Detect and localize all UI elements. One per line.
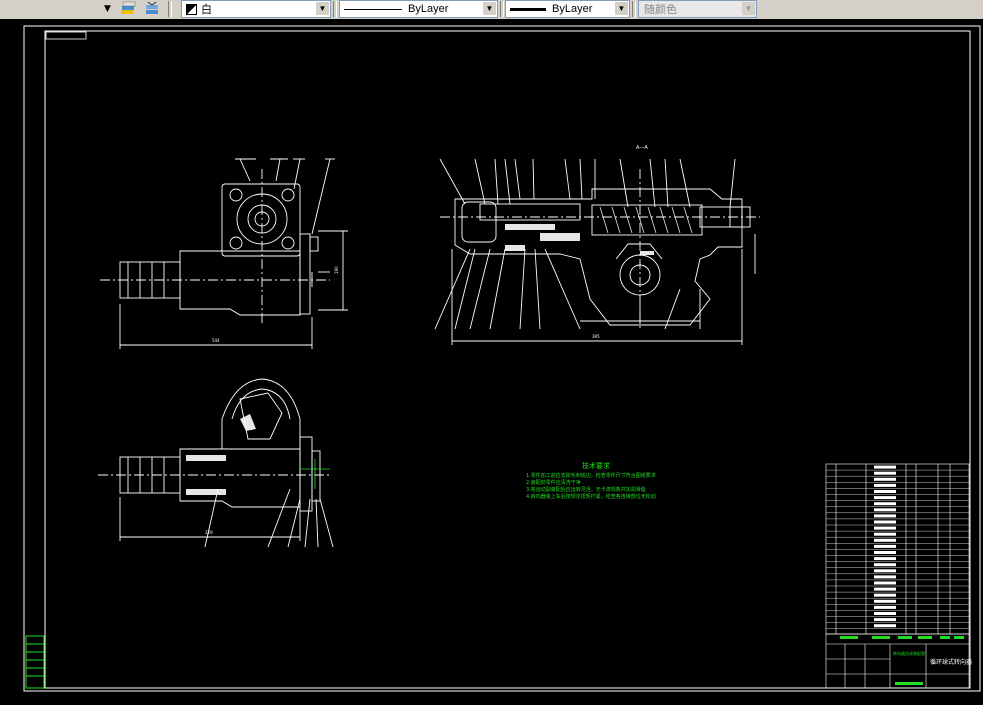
part-name: 转向器总成装配图 xyxy=(893,650,925,656)
drawing-canvas[interactable]: 544 190 A—A 395 xyxy=(0,19,983,705)
drawing-svg: 544 190 A—A 395 xyxy=(23,25,981,692)
parts-list-name-mark xyxy=(874,483,896,487)
linetype-preview xyxy=(344,8,402,10)
section-label: A—A xyxy=(636,145,648,151)
layer-dropdown-arrow[interactable]: ▼ xyxy=(104,3,111,14)
tech-requirement-line: 1.零件加工前应去除毛刺锐边，检查零件尺寸符合图纸要求 xyxy=(526,473,656,479)
side-margin-table xyxy=(25,635,45,689)
plotstyle-control-combo[interactable]: 随颜色 ▼ xyxy=(638,0,757,18)
layer-stack-icon xyxy=(121,1,136,14)
linetype-control-combo[interactable]: ByLayer ▼ xyxy=(339,0,498,18)
parts-list-name-mark xyxy=(874,581,896,585)
parts-list-name-mark xyxy=(874,477,896,481)
hatch-areas xyxy=(505,224,654,255)
parts-list-name-mark xyxy=(874,465,896,469)
color-value: 白 xyxy=(201,4,212,16)
parts-list-name-mark xyxy=(874,502,896,506)
parts-list-name-mark xyxy=(874,569,896,573)
parts-list-name-mark xyxy=(874,490,896,493)
parts-list-name-mark xyxy=(874,532,896,536)
toolbar-separator xyxy=(632,1,636,17)
parts-list xyxy=(825,463,970,635)
dimension-label: 544 xyxy=(212,338,220,343)
parts-list-name-mark xyxy=(874,575,896,579)
bottom-left-view xyxy=(98,378,334,548)
tech-requirement-line: 2.装配前零件应清洗干净 xyxy=(526,480,581,486)
parts-list-name-mark xyxy=(874,593,896,597)
parts-list-name-mark xyxy=(874,544,896,548)
linetype-value: ByLayer xyxy=(408,3,449,15)
lineweight-control-combo[interactable]: ByLayer ▼ xyxy=(505,0,630,18)
parts-list-name-mark xyxy=(874,624,896,628)
parts-list-name-mark xyxy=(874,471,896,475)
chevron-down-icon[interactable]: ▼ xyxy=(316,2,329,15)
toolbar-separator xyxy=(168,1,172,17)
toolbar-separator xyxy=(500,1,504,17)
parts-list-name-mark xyxy=(874,557,896,561)
green-title-text xyxy=(840,636,964,685)
tech-requirement-line: 4.转向器装上车后按规定扭矩拧紧，检查各连接部位无松动 xyxy=(526,494,656,500)
dimension-label: 229 xyxy=(205,530,213,535)
chevron-down-icon[interactable]: ▼ xyxy=(615,2,628,15)
properties-toolbar: ▼ 白 ▼ ByLayer ▼ ByLayer ▼ 随颜色 ▼ xyxy=(0,0,983,20)
color-control-combo[interactable]: 白 ▼ xyxy=(181,0,331,18)
layer-states-icon[interactable] xyxy=(119,0,137,17)
parts-list-name-mark xyxy=(874,514,896,518)
dimension-label: 190 xyxy=(334,266,339,274)
bottom-hatch xyxy=(186,414,256,495)
tech-requirements-heading: 技术要求 xyxy=(582,462,610,470)
layer-previous-icon[interactable] xyxy=(143,0,161,17)
lineweight-value: ByLayer xyxy=(552,3,593,15)
title-block xyxy=(825,633,970,689)
toolbar-separator xyxy=(333,1,337,17)
outer-border xyxy=(23,25,981,692)
parts-list-name-mark xyxy=(874,538,896,542)
lineweight-preview xyxy=(510,7,546,11)
parts-list-name-mark xyxy=(874,526,896,530)
chevron-down-icon[interactable]: ▼ xyxy=(483,2,496,15)
dimension-label: 395 xyxy=(592,334,600,339)
parts-list-name-mark xyxy=(874,551,896,554)
parts-list-name-mark xyxy=(874,508,896,512)
chevron-down-icon[interactable]: ▼ xyxy=(742,2,755,15)
tech-requirement-line: 3.各运动副装配后应运转灵活，无卡滞现象并加润滑脂 xyxy=(526,487,646,493)
green-centerlines xyxy=(300,459,330,489)
layer-previous-glyph-icon xyxy=(146,1,158,14)
parts-list-name-mark xyxy=(874,563,896,567)
inner-border xyxy=(44,30,971,689)
tech-requirements: 技术要求 1.零件加工前应去除毛刺锐边，检查零件尺寸符合图纸要求 2.装配前零件… xyxy=(526,463,666,501)
drawing-title: 循环球式转向器 xyxy=(930,658,972,666)
parts-list-name-mark xyxy=(874,605,896,609)
parts-list-name-mark xyxy=(874,496,896,500)
parts-list-name-mark xyxy=(874,599,896,603)
parts-list-name-mark xyxy=(874,612,896,615)
section-view xyxy=(434,158,760,345)
parts-list-name-mark xyxy=(874,587,896,591)
top-left-view xyxy=(100,158,348,349)
parts-list-rows xyxy=(826,465,969,629)
parts-list-name-mark xyxy=(874,520,896,524)
parts-list-name-mark xyxy=(874,618,896,622)
corner-box xyxy=(45,31,87,40)
color-swatch-icon xyxy=(186,3,197,15)
plotstyle-value: 随颜色 xyxy=(644,4,677,16)
